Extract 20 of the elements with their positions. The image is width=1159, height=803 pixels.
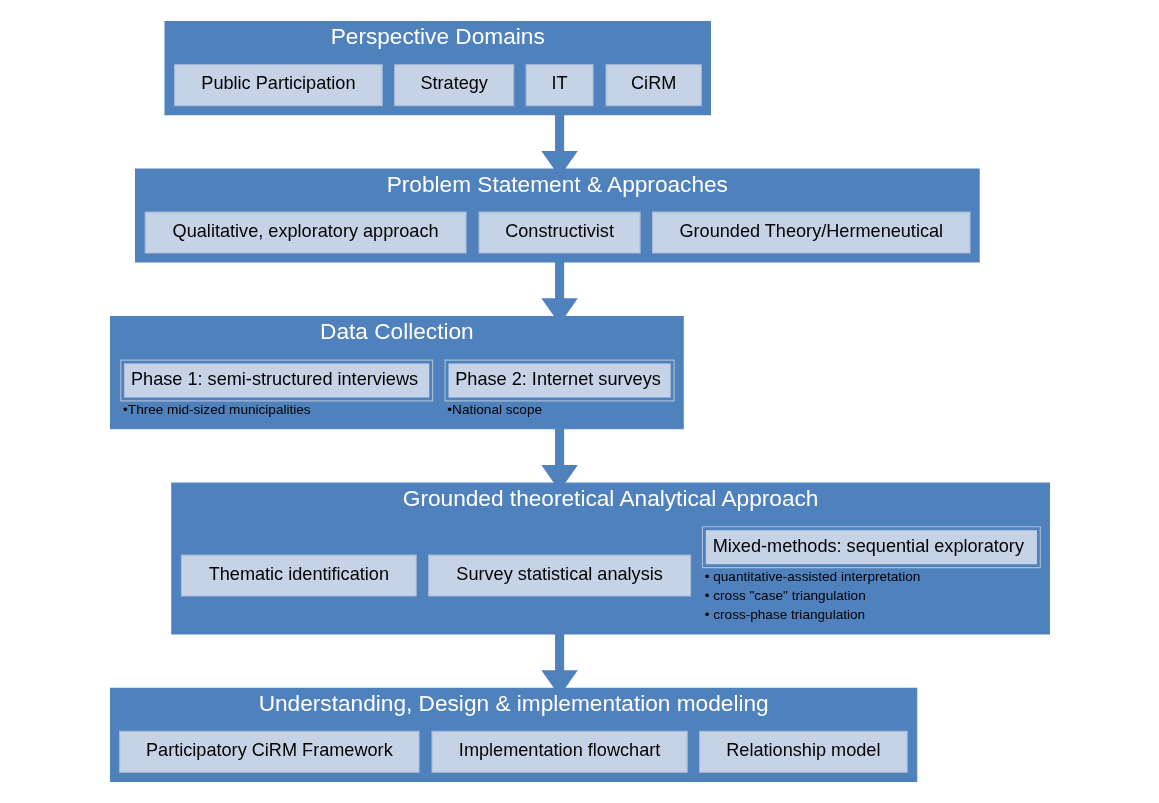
- node-box: Phase 2: Internet surveys: [444, 359, 675, 402]
- node-label: • cross "case" triangulation: [704, 588, 866, 604]
- node-label: •National scope: [446, 402, 542, 418]
- node-box: Grounded Theory/Hermeneutical: [651, 211, 971, 254]
- node-box: Strategy: [393, 64, 514, 107]
- node-box: IT: [525, 64, 594, 107]
- node-box: Public Participation: [173, 64, 383, 107]
- node-box: CiRM: [605, 64, 702, 107]
- node-box: Implementation flowchart: [430, 730, 688, 773]
- node-label: • quantitative-assisted interpretation: [704, 568, 920, 584]
- node-box: Mixed-methods: sequential exploratory: [701, 526, 1041, 569]
- node-box: Phase 1: semi-structured interviews: [119, 359, 433, 402]
- node-box: Participatory CiRM Framework: [118, 730, 420, 773]
- node-box: Survey statistical analysis: [427, 554, 691, 597]
- node-label: • cross-phase triangulation: [704, 607, 865, 623]
- node-box: Thematic identification: [180, 554, 417, 597]
- node-box: Relationship model: [698, 730, 908, 773]
- node-box: Qualitative, exploratory approach: [144, 211, 467, 254]
- node-label: •Three mid-sized municipalities: [122, 402, 311, 418]
- node-box: Constructivist: [478, 211, 641, 254]
